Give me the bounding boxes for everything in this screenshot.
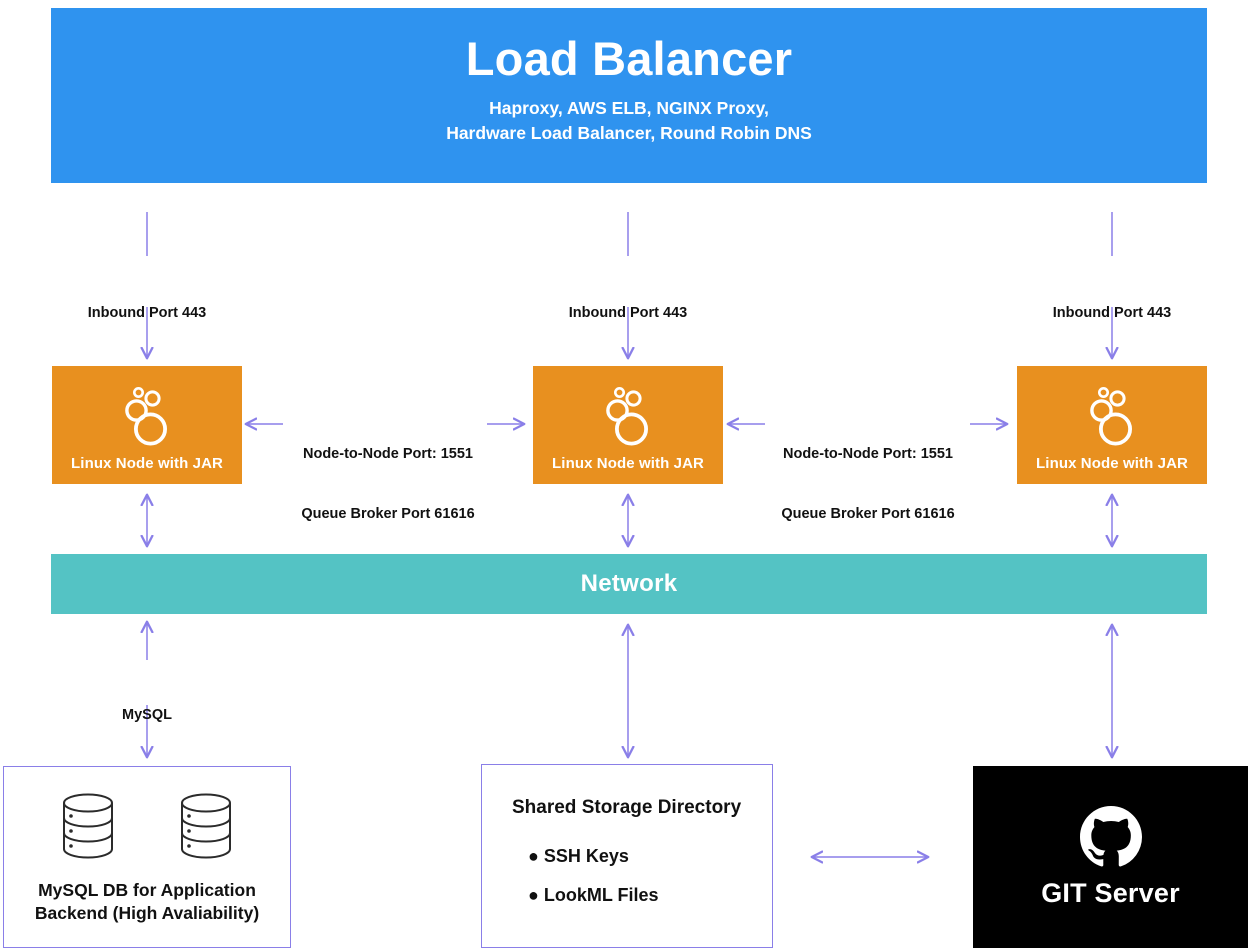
looker-logo-icon	[1090, 387, 1133, 446]
node-link-line1: Node-to-Node Port: 1551	[303, 446, 473, 462]
shared-storage-box[interactable]: Shared Storage Directory ● SSH Keys ● Lo…	[481, 764, 773, 948]
git-server-box[interactable]: GIT Server	[973, 766, 1248, 948]
linux-node-3[interactable]: Linux Node with JAR	[1017, 366, 1207, 484]
shared-storage-item-ssh-keys: ● SSH Keys	[528, 846, 629, 866]
mysql-link-line1: MySQL	[122, 707, 172, 723]
linux-node-label: Linux Node with JAR	[1036, 455, 1188, 472]
linux-node-label: Linux Node with JAR	[71, 455, 223, 472]
database-cylinder-icon	[63, 793, 113, 859]
linux-node-1[interactable]: Linux Node with JAR	[52, 366, 242, 484]
looker-logo-icon	[606, 387, 649, 446]
inbound-line1: Inbound Port 443	[568, 305, 688, 321]
github-octocat-icon	[1079, 805, 1142, 866]
db-caption-line2: Backend (High Avaliability)	[34, 903, 260, 923]
network-label: Network	[580, 570, 678, 597]
load-balancer-block: Load Balancer Haproxy, AWS ELB, NGINX Pr…	[51, 8, 1207, 183]
shared-storage-item-lookml-files: ● LookML Files	[528, 885, 659, 905]
load-balancer-subtitle-line2: Hardware Load Balancer, Round Robin DNS	[446, 123, 812, 144]
mysql-db-box[interactable]: MySQL DB for Application Backend (High A…	[3, 766, 291, 948]
inbound-line1: Inbound Port 443	[1052, 305, 1172, 321]
load-balancer-subtitle-line1: Haproxy, AWS ELB, NGINX Proxy,	[489, 97, 769, 118]
shared-storage-title: Shared Storage Directory	[512, 797, 742, 818]
linux-node-2[interactable]: Linux Node with JAR	[533, 366, 723, 484]
inbound-line1: Inbound Port 443	[87, 305, 207, 321]
db-caption-line1: MySQL DB for Application	[38, 879, 256, 900]
node-link-line2: Queue Broker Port 61616	[781, 506, 955, 522]
linux-node-label: Linux Node with JAR	[552, 455, 704, 472]
node-link-label-1: Node-to-Node Port: 1551 Queue Broker Por…	[268, 404, 508, 564]
database-cylinder-icon	[181, 793, 231, 859]
git-server-label: GIT Server	[1041, 877, 1180, 908]
looker-logo-icon	[125, 387, 168, 446]
database-icon-pair	[58, 789, 236, 863]
node-link-label-2: Node-to-Node Port: 1551 Queue Broker Por…	[748, 404, 988, 564]
network-block: Network	[51, 554, 1207, 614]
node-link-line1: Node-to-Node Port: 1551	[783, 446, 953, 462]
load-balancer-title: Load Balancer	[465, 32, 793, 85]
node-link-line2: Queue Broker Port 61616	[301, 506, 475, 522]
